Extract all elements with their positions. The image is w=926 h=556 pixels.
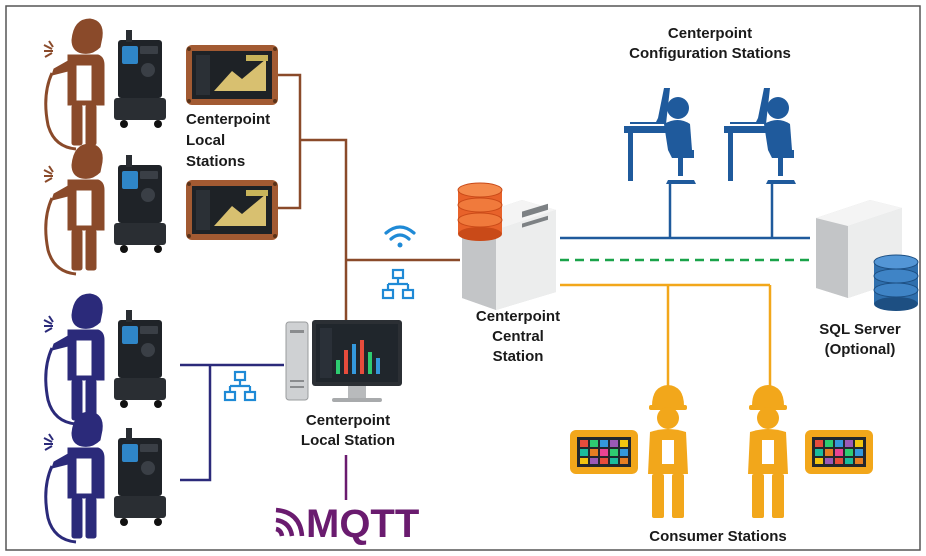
desktop-pc-icon [285,320,402,402]
person-at-desk-icon [724,88,796,184]
sql-server-label-line1: SQL Server [819,321,901,338]
blue-network-links [560,180,810,240]
config-stations-label-line2: Configuration Stations [629,45,791,62]
tablet-icon [186,45,278,105]
central-station-label-line2: Central [492,328,544,345]
welding-machine-icon [114,155,166,253]
welder-icon [42,142,106,276]
tablet-icon [186,180,278,240]
hard-hat-worker-icon [748,385,788,518]
network-icon [381,268,415,300]
sql-server-label-line2: (Optional) [825,341,896,358]
welding-machine-icon [114,428,166,526]
person-at-desk-icon [624,88,696,184]
local-station-label-line1: Centerpoint [306,412,390,429]
local-station-label-line2: Local Station [301,432,395,449]
local-stations-label-line1: Centerpoint [186,111,270,128]
welder-icon [42,17,106,151]
hard-hat-worker-icon [648,385,688,518]
welder-icon [42,292,106,426]
welding-machine-icon [114,30,166,128]
orange-network-links [560,283,772,388]
brown-network-links [278,73,460,320]
mqtt-label: MQTT [306,502,419,546]
dashboard-tablet-icon [805,430,873,474]
network-icon [223,370,257,402]
local-stations-label-line2: Local [186,132,225,149]
navy-network-links [180,363,284,482]
consumer-stations-label: Consumer Stations [649,528,787,545]
central-station-label-line1: Centerpoint [476,308,560,325]
welder-icon [42,410,106,544]
diagram-frame [5,5,921,551]
wifi-icon [384,225,416,248]
central-station-label-line3: Station [493,348,544,365]
local-stations-label-line3: Stations [186,153,245,170]
config-stations-label-line1: Centerpoint [668,25,752,42]
mqtt-logo-icon [275,507,305,537]
dashboard-tablet-icon [570,430,638,474]
welding-machine-icon [114,310,166,408]
database-icon [873,254,919,311]
database-icon [457,182,503,241]
